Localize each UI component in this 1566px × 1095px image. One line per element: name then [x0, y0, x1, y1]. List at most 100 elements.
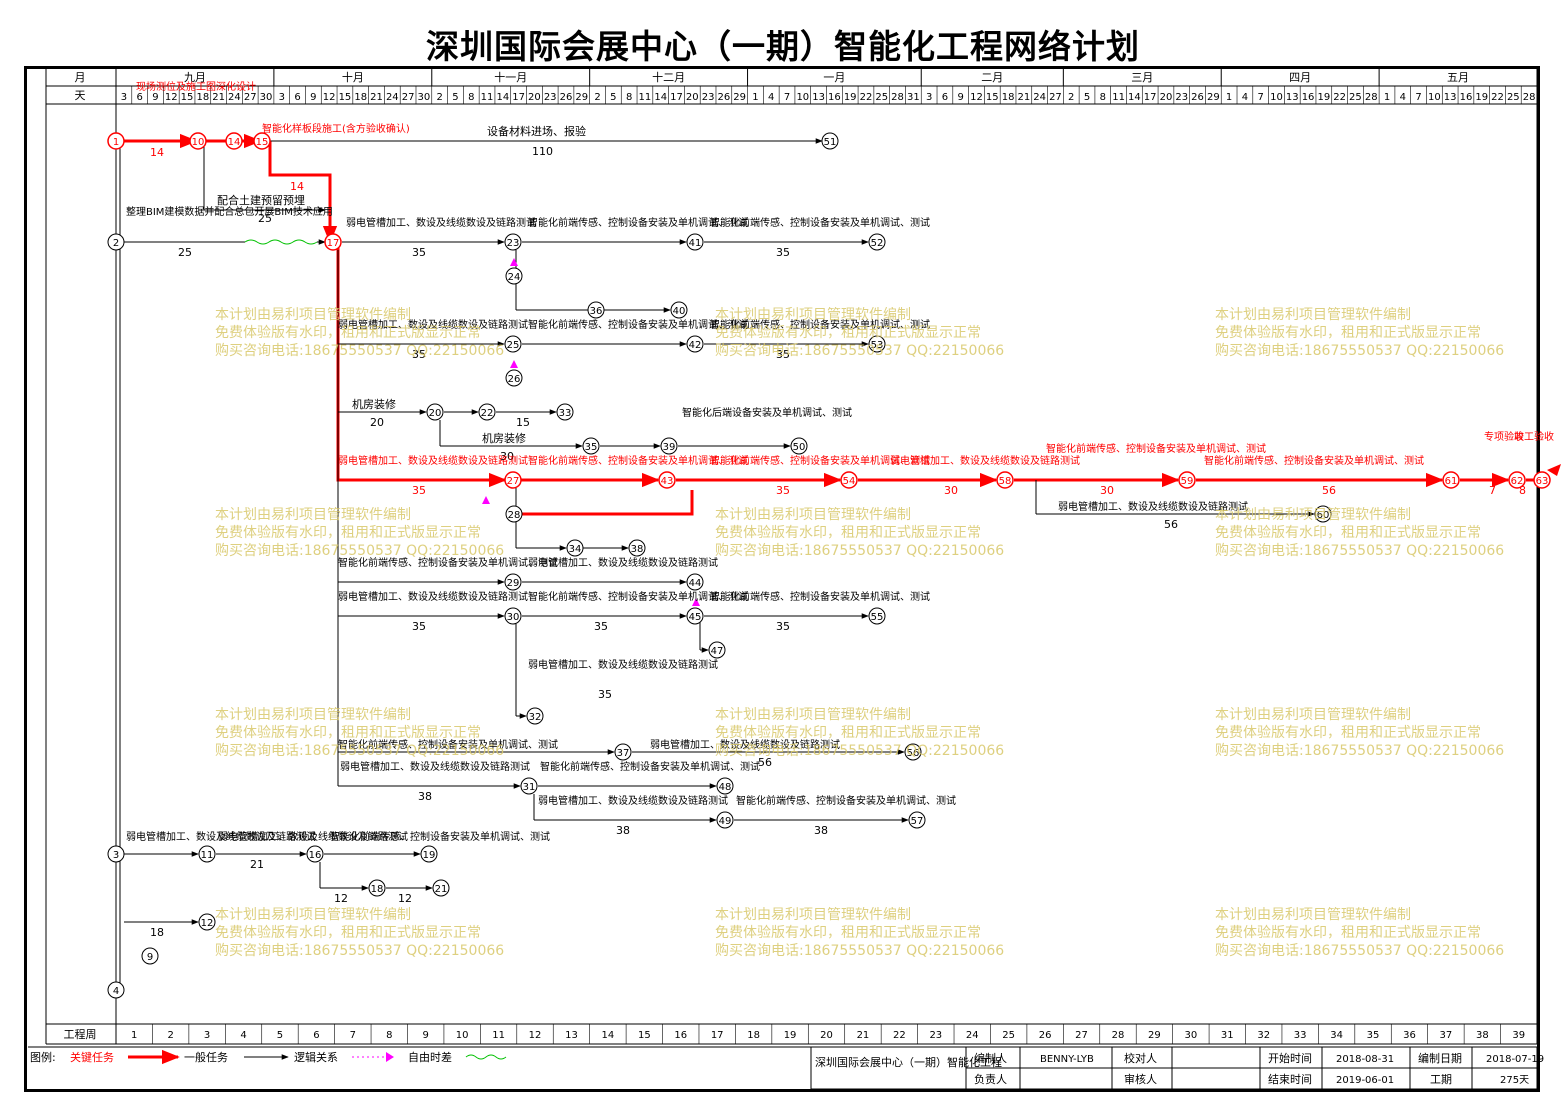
- day-tick: 5: [452, 92, 458, 103]
- node: 48: [716, 777, 734, 795]
- task-duration: 35: [776, 484, 790, 497]
- week-tick: 6: [313, 1030, 319, 1041]
- day-tick: 30: [260, 92, 273, 103]
- duration-value: 275天: [1500, 1075, 1529, 1086]
- day-tick: 15: [986, 92, 999, 103]
- day-tick: 21: [212, 92, 225, 103]
- node: 63: [1533, 471, 1551, 489]
- svg-text:19: 19: [423, 850, 436, 861]
- svg-text:61: 61: [1445, 476, 1458, 487]
- day-tick: 10: [1428, 92, 1441, 103]
- day-tick: 7: [1258, 92, 1264, 103]
- day-tick: 24: [228, 92, 241, 103]
- day-tick: 22: [860, 92, 873, 103]
- svg-text:11: 11: [201, 850, 214, 861]
- node: 51: [821, 132, 839, 150]
- node: 50: [790, 437, 808, 455]
- day-tick: 1: [752, 92, 758, 103]
- svg-text:17: 17: [327, 238, 340, 249]
- svg-text:38: 38: [631, 544, 644, 555]
- day-tick: 14: [1128, 92, 1141, 103]
- day-tick: 10: [796, 92, 809, 103]
- svg-text:42: 42: [689, 340, 702, 351]
- day-tick: 22: [1491, 92, 1504, 103]
- svg-text:37: 37: [617, 748, 630, 759]
- svg-text:52: 52: [871, 238, 884, 249]
- task-duration: 56: [1322, 484, 1336, 497]
- task-duration: 38: [814, 824, 828, 837]
- week-tick: 13: [565, 1030, 578, 1041]
- editor-value: BENNY-LYB: [1040, 1054, 1094, 1065]
- node: 3: [107, 845, 125, 863]
- svg-text:35: 35: [585, 442, 598, 453]
- node: 47: [708, 641, 726, 659]
- day-tick: 18: [196, 92, 209, 103]
- svg-text:1: 1: [113, 137, 119, 148]
- svg-text:31: 31: [523, 782, 536, 793]
- svg-text:48: 48: [719, 782, 732, 793]
- day-tick: 11: [1112, 92, 1125, 103]
- week-tick: 2: [167, 1030, 173, 1041]
- day-tick: 12: [323, 92, 336, 103]
- legend: 图例: 关键任务 一般任务 逻辑关系 自由时差: [30, 1049, 507, 1065]
- day-tick: 3: [926, 92, 932, 103]
- day-tick: 17: [512, 92, 525, 103]
- week-tick: 32: [1257, 1030, 1270, 1041]
- project-name: 深圳国际会展中心（一期）智能化工程: [815, 1055, 1002, 1069]
- day-tick: 18: [1002, 92, 1015, 103]
- task-duration: 35: [776, 348, 790, 361]
- task-label: 智能化前端传感、控制设备安装及单机调试、测试: [1046, 442, 1266, 455]
- svg-text:24: 24: [508, 272, 521, 283]
- task-label: 智能化前端传感、控制设备安装及单机调试、测试: [528, 216, 748, 229]
- task-label: 智能化前端传感、控制设备安装及单机调试、测试: [338, 556, 558, 569]
- day-label: 天: [75, 89, 86, 102]
- week-tick: 1: [131, 1030, 137, 1041]
- day-tick: 19: [1317, 92, 1330, 103]
- legend-free: 自由时差: [408, 1050, 452, 1064]
- day-tick: 12: [165, 92, 178, 103]
- task-duration: 35: [776, 620, 790, 633]
- task-label: 智能化前端传感、控制设备安装及单机调试、测试: [528, 590, 748, 603]
- svg-text:16: 16: [309, 850, 322, 861]
- week-tick: 17: [711, 1030, 724, 1041]
- node: 54: [840, 471, 858, 489]
- critical-path: [521, 490, 694, 516]
- task-label: 智能化前端传感、控制设备安装及单机调试、测试: [1204, 454, 1424, 467]
- node: 25: [504, 335, 522, 353]
- svg-text:28: 28: [508, 510, 521, 521]
- week-tick: 25: [1002, 1030, 1015, 1041]
- day-tick: 3: [279, 92, 285, 103]
- legend-normal: 一般任务: [184, 1051, 228, 1064]
- task-label: 弱电管槽加工、数设及线缆数设及链路测试: [126, 830, 316, 843]
- week-tick: 26: [1039, 1030, 1052, 1041]
- task-label: 机房装修: [482, 431, 526, 445]
- week-tick: 21: [857, 1030, 870, 1041]
- week-tick: 8: [386, 1030, 392, 1041]
- node: 21: [432, 879, 450, 897]
- week-tick: 27: [1075, 1030, 1088, 1041]
- svg-text:36: 36: [590, 306, 603, 317]
- task-label: 智能化前端传感、控制设备安装及单机调试、测试: [710, 454, 930, 467]
- month-tick: 九月: [184, 71, 206, 84]
- day-tick: 28: [1365, 92, 1378, 103]
- week-tick: 37: [1440, 1030, 1453, 1041]
- svg-text:21: 21: [435, 884, 448, 895]
- node: 12: [198, 913, 216, 931]
- node: 32: [526, 707, 544, 725]
- node: 18: [368, 879, 386, 897]
- svg-text:30: 30: [507, 612, 520, 623]
- node: 24: [505, 267, 523, 285]
- task-label: 弱电管槽加工、数设及线缆数设及链路测试: [346, 216, 536, 229]
- svg-text:33: 33: [559, 408, 572, 419]
- day-tick: 6: [942, 92, 948, 103]
- task-label: 弱电管槽加工、数设及线缆数设及链路测试: [340, 760, 530, 773]
- task-label: 弱电管槽加工、数设及线缆数设及链路测试: [528, 556, 718, 569]
- task-duration: 20: [370, 416, 384, 429]
- week-tick: 38: [1476, 1030, 1489, 1041]
- day-tick: 5: [610, 92, 616, 103]
- svg-text:62: 62: [1511, 476, 1524, 487]
- node: 62: [1508, 471, 1526, 489]
- watermark: 本计划由易利项目管理软件编制免费体验版有水印，租用和正式版显示正常购买咨询电话:…: [215, 507, 505, 559]
- day-tick: 9: [958, 92, 964, 103]
